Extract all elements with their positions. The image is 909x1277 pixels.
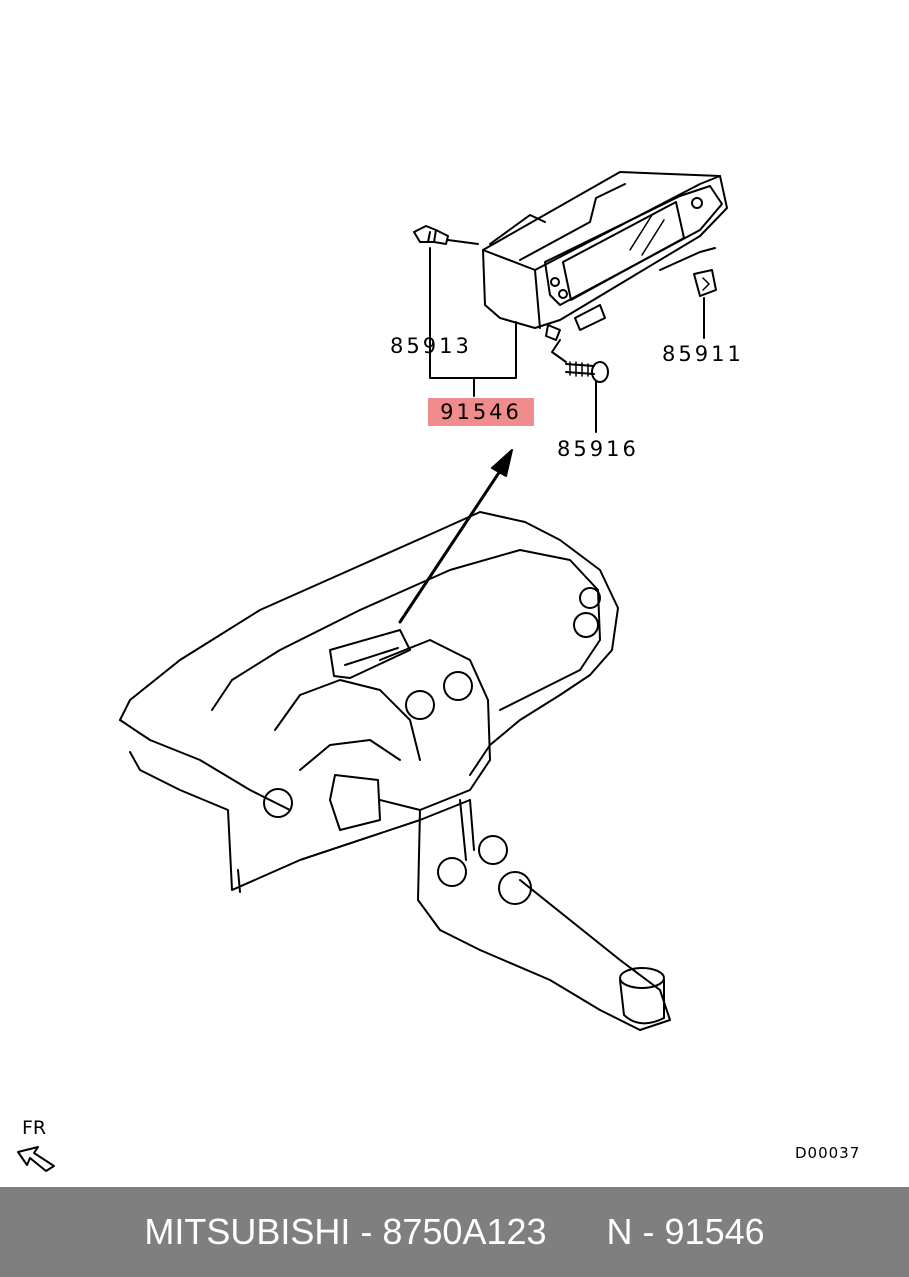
leader-lines (429, 247, 705, 433)
callout-91546-highlighted: 91546 (428, 398, 534, 426)
callout-85916: 85916 (557, 437, 639, 461)
screw-85916-drawing (551, 339, 609, 383)
location-arrow (398, 449, 513, 624)
front-direction-label: FR (22, 1117, 47, 1139)
dashboard-drawing (119, 511, 671, 1031)
callout-85911: 85911 (662, 342, 744, 366)
footer-part-number: 8750A123 (382, 1211, 547, 1252)
front-direction-arrow-icon (17, 1146, 55, 1172)
footer-ref-prefix: N (606, 1211, 633, 1252)
parts-diagram (17, 171, 728, 1172)
footer-separator-2: - (632, 1211, 665, 1252)
part-info-footer: MITSUBISHI - 8750A123 N - 91546 (0, 1187, 909, 1277)
footer-ref-number: 91546 (664, 1211, 765, 1252)
screw-85913-drawing (413, 225, 479, 245)
diagram-code: D00037 (795, 1144, 861, 1162)
clip-85911-drawing (693, 269, 717, 297)
footer-separator: - (350, 1211, 383, 1252)
callout-85913: 85913 (390, 334, 472, 358)
footer-gap (547, 1211, 607, 1253)
display-unit-drawing (482, 171, 728, 341)
footer-brand: MITSUBISHI (144, 1211, 351, 1252)
